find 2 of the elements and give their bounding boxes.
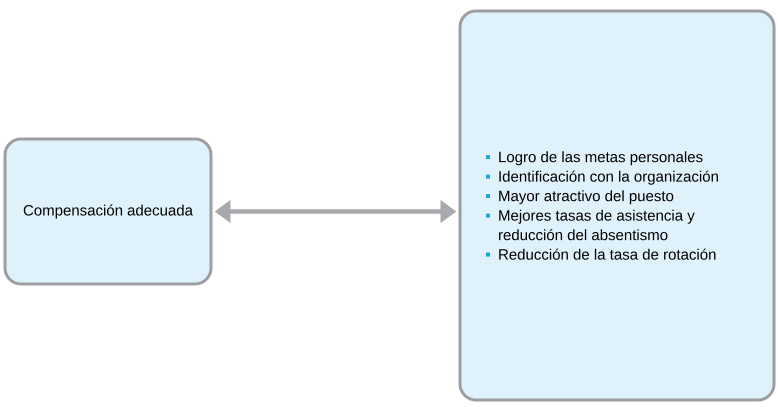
list-box: Logro de las metas personales Identificación con la organización Mayor atractivo del puesto Mejores tasas de asistencia y reducción del absentismo Reducción de la tasa de rotación: [458, 10, 776, 402]
process-box: Compensación adecuada: [4, 138, 212, 286]
